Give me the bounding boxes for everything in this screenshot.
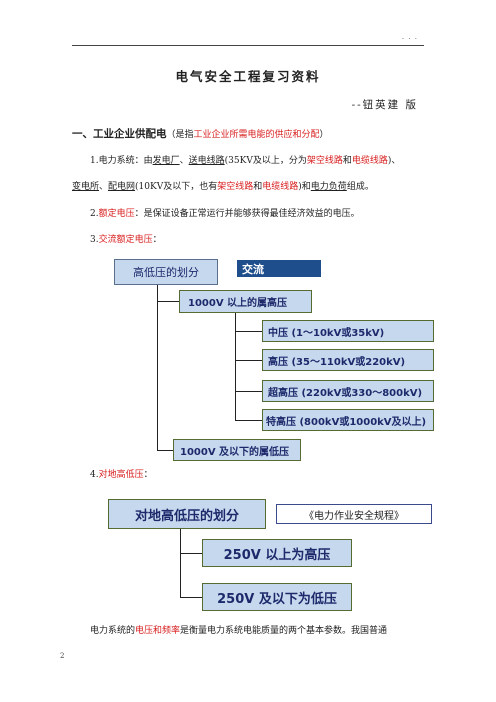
text-red: 架空线路 <box>217 182 254 192</box>
text: 3. <box>90 235 99 245</box>
diagram1-sub-branch-2 <box>235 360 262 361</box>
text: ：是保证设备正常运行并能够获得最佳经济效益的电压。 <box>134 209 360 219</box>
text: 、 <box>99 182 109 192</box>
text: 4. <box>90 470 99 480</box>
document-title: 电气安全工程复习资料 <box>175 69 321 84</box>
author-line: --钮英建 版 <box>351 99 418 111</box>
text: ： <box>143 470 153 480</box>
page-number: 2 <box>60 652 65 660</box>
paragraph-4: 4.对地高低压： <box>72 468 444 482</box>
text: (10KV及以下，也有 <box>135 182 218 192</box>
text: )、 <box>387 156 401 166</box>
section-note-close: ） <box>319 130 329 140</box>
diagram1-extra-high-voltage-box: 超高压 (220kV或330～800kV) <box>262 380 434 402</box>
diagram1-branch-high <box>157 301 179 302</box>
text: 、 <box>179 156 189 166</box>
text-red: 电缆线路 <box>262 182 299 192</box>
header-rule <box>72 45 424 46</box>
text: 电力系统的 <box>90 626 136 636</box>
diagram2-branch-low <box>180 597 202 598</box>
text-red: 电缆线路 <box>351 156 388 166</box>
text: )和 <box>298 182 311 192</box>
text: 和 <box>342 156 352 166</box>
diagram1-sub-branch-3 <box>235 391 262 392</box>
diagram2-branch-high <box>180 553 202 554</box>
paragraph-1-line-2: 变电所、配电网(10KV及以下，也有架空线路和电缆线路)和电力负荷组成。 <box>72 180 426 194</box>
paragraph-2: 2.额定电压：是保证设备正常运行并能够获得最佳经济效益的电压。 <box>72 207 444 221</box>
text: 2. <box>90 209 99 219</box>
text-underlined: 配电网 <box>108 182 136 192</box>
section-number: 一、 <box>72 128 93 140</box>
diagram1-high-voltage-box: 高压 (35～110kV或220kV) <box>262 349 434 371</box>
text-red: 交流额定电压 <box>98 235 153 245</box>
text-underlined: 送电线路 <box>188 156 225 166</box>
diagram2-high-box: 250V 以上为高压 <box>202 539 352 567</box>
text-underlined: 变电所 <box>72 182 100 192</box>
text-red: 电压和频率 <box>135 626 181 636</box>
diagram1-low-box: 1000V 及以下的属低压 <box>173 439 301 461</box>
text: 和 <box>253 182 263 192</box>
section-heading: 一、工业企业供配电（是指工业企业所需电能的供应和分配） <box>72 126 329 141</box>
diagram1-sub-branch-4 <box>235 420 262 421</box>
diagram2-trunk <box>180 529 181 597</box>
diagram1-root-box: 高低压的划分 <box>114 259 218 285</box>
header-dots: . . . <box>401 33 418 41</box>
text-red: 架空线路 <box>306 156 343 166</box>
diagram1-medium-voltage-box: 中压 (1～10kV或35kV) <box>262 320 434 342</box>
text-red: 额定电压 <box>98 209 135 219</box>
section-note-red: 工业企业所需电能的供应和分配 <box>193 130 320 140</box>
diagram2-low-box: 250V 及以下为低压 <box>202 583 352 611</box>
text: 是衡量电力系统电能质量的两个基本参数。我国普通 <box>180 626 388 636</box>
text: ： <box>152 235 162 245</box>
diagram2-regulation-box: 《电力作业安全规程》 <box>276 504 432 524</box>
paragraph-5: 电力系统的电压和频率是衡量电力系统电能质量的两个基本参数。我国普通 <box>72 624 444 638</box>
text: (35KV及以上，分为 <box>224 156 307 166</box>
text: 组成。 <box>346 182 374 192</box>
diagram1-ultra-high-voltage-box: 特高压 (800kV或1000kV及以上) <box>262 409 434 431</box>
text-red: 对地高低压 <box>98 470 144 480</box>
diagram1-trunk <box>157 285 158 450</box>
section-title: 工业企业供配电 <box>93 128 167 140</box>
text-underlined: 发电厂 <box>152 156 180 166</box>
diagram1-high-box: 1000V 以上的属高压 <box>179 290 312 313</box>
diagram1-branch-low <box>157 450 179 451</box>
paragraph-1-line-1: 1.电力系统：由发电厂、送电线路(35KV及以上，分为架空线路和电缆线路)、 <box>72 154 444 168</box>
diagram1-ac-tag: 交流 <box>237 260 321 277</box>
diagram1-sub-branch-1 <box>235 331 262 332</box>
diagram1-subtrunk <box>235 313 236 420</box>
paragraph-3: 3.交流额定电压： <box>72 233 444 247</box>
diagram2-root-box: 对地高低压的划分 <box>108 499 266 529</box>
text-underlined: 电力负荷 <box>310 182 347 192</box>
section-note-open: （是指 <box>166 130 194 140</box>
text: 1.电力系统：由 <box>90 156 153 166</box>
